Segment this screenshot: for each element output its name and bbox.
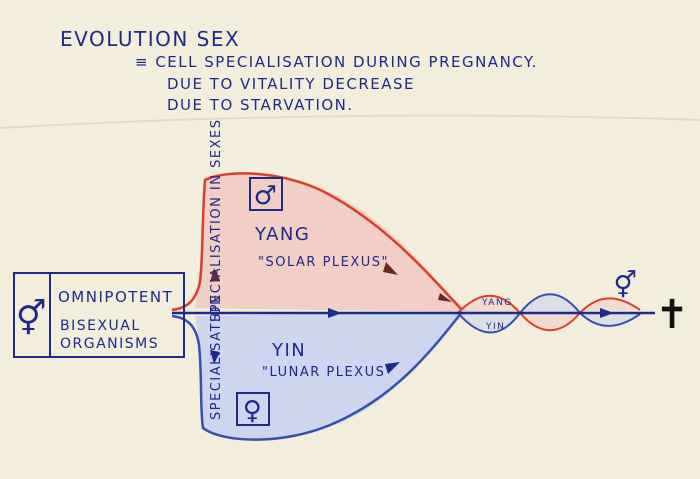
death-cross-icon: ✝ [655,292,689,338]
yin-lobe-fill [195,312,470,440]
axis-arrow-icon [328,308,342,318]
female-symbol-box [236,392,270,426]
wave-label-yin: YIN [485,322,505,332]
wave-label-yang: YANG [481,298,513,308]
origin-line-3: ORGANISMS [60,336,159,352]
end-hermaphrodite-icon: ⚥ [614,270,639,301]
note-line-3: DUE TO STARVATION. [167,96,354,114]
yang-rise-arrow-icon [210,268,220,282]
origin-box [13,272,185,358]
female-icon: ♀ [243,396,264,426]
yang-sublabel: "SOLAR PLEXUS" [258,255,389,270]
axis-arrow-end-icon [600,308,614,318]
yin-lobe-outline [171,311,463,441]
yang-label: YANG [254,224,310,245]
origin-line-2: BISEXUAL [60,318,141,334]
yang-lobe-outline [171,172,463,312]
yang-descent-arrow-icon [383,262,398,275]
yin-label: YIN [271,340,306,361]
yang-lobe-fill [195,173,470,312]
note-line-2: DUE TO VITALITY DECREASE [167,75,415,93]
yin-sublabel: "LUNAR PLEXUS" [262,365,393,380]
yin-ascent-arrow-icon [385,362,400,374]
male-icon: ♂ [254,181,279,211]
paper-fold [0,114,700,129]
vertical-label-bottom: SPECIALISATION [209,294,224,420]
note-line-1: ≡ CELL SPECIALISATION DURING PREGNANCY. [135,53,538,71]
yang-converge-arrow-icon [438,293,452,302]
diagram-title: EVOLUTION SEX [60,27,240,51]
male-symbol-box [249,177,283,211]
yin-drop-arrow-icon [210,350,220,364]
hermaphrodite-icon: ⚥ [16,298,48,339]
vertical-label-top: SPECIALISATION IN SEXES [209,119,224,322]
origin-line-1: OMNIPOTENT [58,288,173,306]
